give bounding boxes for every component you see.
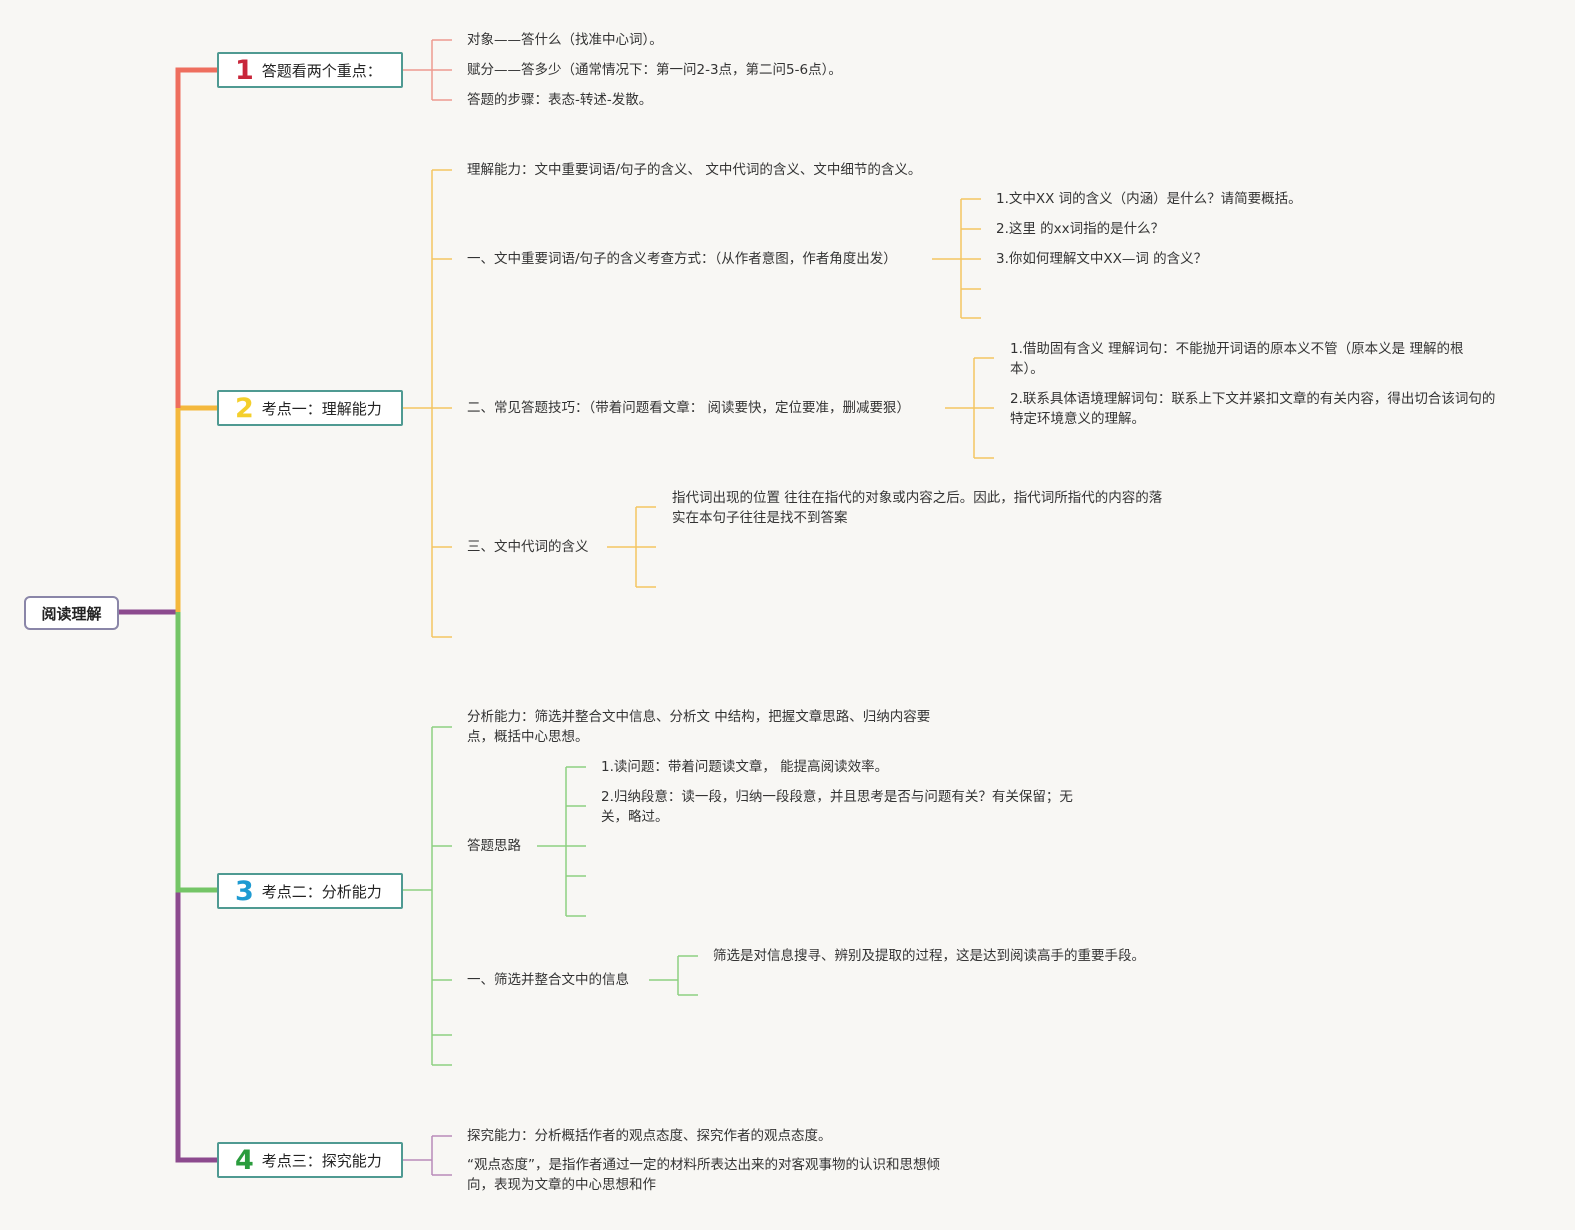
topic2-branch3-item-1[interactable]: 指代词出现的位置 往往在指代的对象或内容之后。因此，指代词所指代的内容的落实在本… [672,490,1163,526]
topic2-branch1-item-1[interactable]: 1.文中XX 词的含义（内涵）是什么？请简要概括。 [996,191,1302,207]
topic3-intro[interactable]: 分析能力：筛选并整合文中信息、分析文 中结构，把握文章思路、归纳内容要点，概括中… [467,709,931,745]
root-label: 阅读理解 [41,604,102,623]
topic2-branch2-item-2[interactable]: 2.联系具体语境理解词句：联系上下文并紧扣文章的有关内容，得出切合该词句的特定环… [1010,391,1496,427]
topic-1-node[interactable]: 1 答题看两个重点： [217,52,403,88]
topic-3-node[interactable]: 3 考点二：分析能力 [217,873,403,909]
number-1-icon: 1 [235,54,254,86]
topic2-branch1-label[interactable]: 一、文中重要词语/句子的含义考查方式：（从作者意图，作者角度出发） [467,251,897,267]
topic3-branch2-item-1[interactable]: 筛选是对信息搜寻、辨别及提取的过程，这是达到阅读高手的重要手段。 [713,948,1145,964]
topic-4-node[interactable]: 4 考点三：探究能力 [217,1142,403,1178]
topic-3-label: 考点二：分析能力 [261,882,382,901]
topic1-item-3[interactable]: 答题的步骤：表态-转述-发散。 [467,92,653,108]
trunk-green [175,612,217,893]
topic3-branch2-label[interactable]: 一、筛选并整合文中的信息 [467,972,629,988]
topic1-item-2[interactable]: 赋分——答多少（通常情况下：第一问2-3点，第二问5-6点）。 [467,62,842,78]
number-2-icon: 2 [235,392,254,424]
root-node[interactable]: 阅读理解 [24,596,119,630]
topic2-branch1-item-3[interactable]: 3.你如何理解文中XX—词 的含义？ [996,251,1208,267]
topic-2-node[interactable]: 2 考点一：理解能力 [217,390,403,426]
trunk-purple [119,609,217,1163]
topic2-branch2-item-1[interactable]: 1.借助固有含义 理解词句：不能抛开词语的原本义不管（原本义是 理解的根本）。 [1010,341,1464,377]
trunk-red [175,67,217,408]
trunk-yellow [175,405,217,612]
number-4-icon: 4 [235,1144,254,1176]
topic-4-label: 考点三：探究能力 [261,1151,382,1170]
topic-1-label: 答题看两个重点： [261,61,382,80]
topic2-intro[interactable]: 理解能力：文中重要词语/句子的含义、 文中代词的含义、文中细节的含义。 [467,162,922,178]
topic4-item-2[interactable]: “观点态度”，是指作者通过一定的材料所表达出来的对客观事物的认识和思想倾向，表现… [467,1157,940,1193]
topic2-branch3-label[interactable]: 三、文中代词的含义 [467,539,589,555]
topic1-item-1[interactable]: 对象——答什么（找准中心词）。 [467,32,663,48]
topic3-branch1-item-1[interactable]: 1.读问题：带着问题读文章， 能提高阅读效率。 [601,759,889,775]
topic3-branch1-item-2[interactable]: 2.归纳段意：读一段，归纳一段段意，并且思考是否与问题有关？有关保留；无关，略过… [601,789,1073,825]
topic2-branch2-label[interactable]: 二、常见答题技巧：（带着问题看文章： 阅读要快，定位要准，删减要狠） [467,400,911,416]
topic2-branch1-item-2[interactable]: 2.这里 的xx词指的是什么？ [996,221,1165,237]
topic3-branch1-label[interactable]: 答题思路 [467,838,521,854]
topic-2-label: 考点一：理解能力 [261,399,382,418]
number-3-icon: 3 [235,875,254,907]
topic4-item-1[interactable]: 探究能力：分析概括作者的观点态度、探究作者的观点态度。 [467,1128,832,1144]
